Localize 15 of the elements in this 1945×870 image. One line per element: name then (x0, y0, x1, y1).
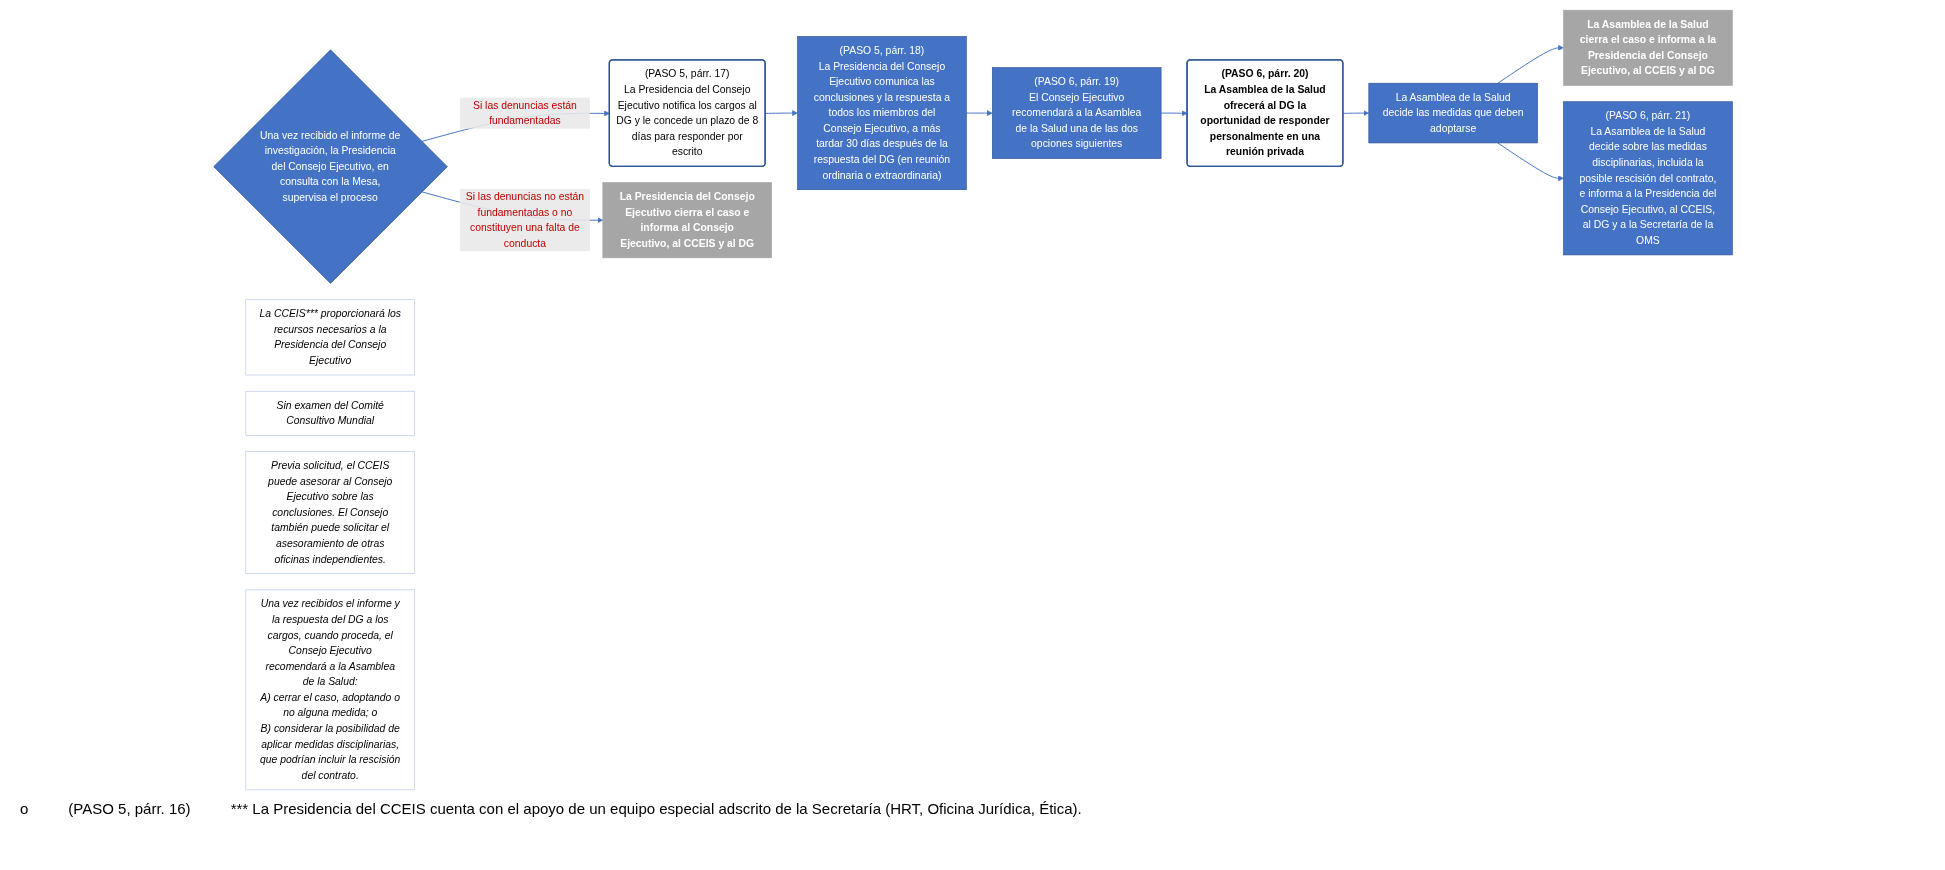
edge-label: Si las denuncias no están fundamentadas o no constituyen una falta de conducta (465, 190, 584, 249)
node-box: La Asamblea de la Salud decide las medidas que deben adoptarse (1368, 82, 1538, 144)
node-diamond: Una vez recibido el informe de investigación, la Presidencia del Consejo Ejecutivo, en consulta con la Mesa, supervisa el proceso (212, 49, 448, 284)
note-text: o (20, 800, 29, 817)
node-box: (PASO 6, párr. 21) La Asamblea de la Salud decide sobre las medidas disciplinarias, incluida la posible rescisión del contrato, e informa a la Presidencia del Consejo Ejecutivo, al CCEIS, al DG y a la Secretaría de la OMS (1562, 101, 1733, 256)
node-box: Una vez recibidos el informe y la respuesta del DG a los cargos, cuando proceda, el Consejo Ejecutivo recomendará a la Asamblea de la Salud: A) cerrar el caso, adoptando o no alguna medida; o B) considerar la posibilidad de aplicar medidas disciplinarias, que podrían incluir la rescisión del contrato. (244, 589, 415, 791)
node-box: La Asamblea de la Salud cierra el caso e informa a la Presidencia del Consejo Ejecutivo, al CCEIS y al DG (1562, 9, 1733, 86)
node-box: La CCEIS*** proporcionará los recursos necesarios a la Presidencia del Consejo Ejecutivo (244, 299, 415, 376)
node-box: Previa solicitud, el CCEIS puede asesorar al Consejo Ejecutivo sobre las conclusiones. El Consejo también puede solicitar el asesoramiento de otras oficinas independientes. (244, 451, 415, 574)
edge-label: Si las denuncias están fundamentadas (472, 99, 577, 127)
node-box: Sin examen del Comité Consultivo Mundial (244, 390, 415, 436)
node-box: (PASO 6, párr. 19) El Consejo Ejecutivo recomendará a la Asamblea de la Salud una de las dos opciones siguientes (991, 67, 1161, 159)
note-text: (PASO 5, párr. 16) (68, 800, 191, 817)
node-box: La Presidencia del Consejo Ejecutivo cierra el caso e informa al Consejo Ejecutivo, al CCEIS y al DG (602, 182, 772, 259)
node-box: (PASO 5, párr. 18) La Presidencia del Consejo Ejecutivo comunica las conclusiones y la respuesta a todos los miembros del Consejo Ejecutivo, a más tardar 30 días después de la respuesta del DG (en reunión ordinaria o extraordinaria) (796, 36, 967, 190)
